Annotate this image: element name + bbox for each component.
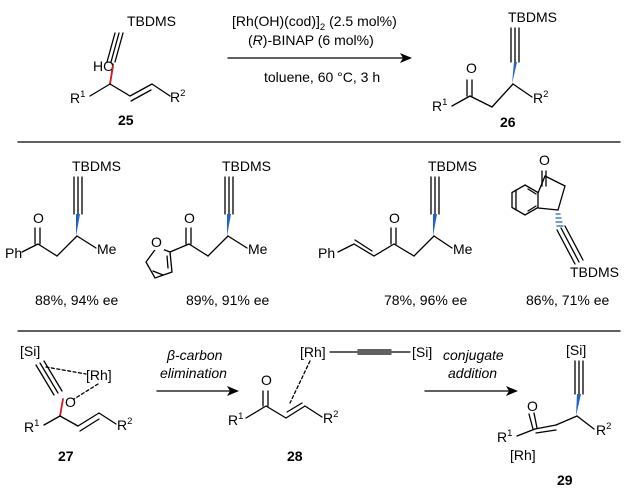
compound-label-26: 26 <box>500 114 516 130</box>
c27-r1-label: R1 <box>24 418 39 435</box>
example-3-result: 78%, 96% ee <box>384 292 467 308</box>
c28-r2-label: R2 <box>323 409 338 426</box>
compound-label-25: 25 <box>118 112 134 128</box>
example-4-o: O <box>539 152 550 168</box>
example-2-me: Me <box>248 241 268 257</box>
c28-o-label: O <box>261 372 272 388</box>
example-1-result: 88%, 94% ee <box>35 292 118 308</box>
intermediate-28: [Rh] [Si] O R1 R2 28 <box>228 344 432 464</box>
c27-rh-label: [Rh] <box>86 367 112 383</box>
example-1-o: O <box>33 210 44 226</box>
example-1-ph: Ph <box>5 245 22 261</box>
starting-material-25: TBDMS HO R1 R2 25 <box>70 13 185 128</box>
product-wedge-bond <box>512 62 517 84</box>
compound-label-28: 28 <box>287 448 303 464</box>
c29-o-label: O <box>527 398 538 414</box>
example-1-me: Me <box>97 241 117 257</box>
example-2-o: O <box>184 210 195 226</box>
reaction-arrow-top: [Rh(OH)(cod)]2 (2.5 mol%) (R)-BINAP (6 m… <box>227 13 412 85</box>
example-3-tbdms: TBDMS <box>428 158 477 174</box>
c29-r2-label: R2 <box>596 421 611 438</box>
arrow-beta-carbon-elimination: β-carbon elimination <box>156 347 239 396</box>
sm-tbdms-label: TBDMS <box>127 13 176 29</box>
arrow1-line2: elimination <box>160 365 227 381</box>
c29-r1-label: R1 <box>497 428 512 445</box>
c29-rh-label: [Rh] <box>510 447 536 463</box>
sm-red-bond <box>109 65 114 85</box>
example-4: O TBDMS 86%, 71% ee <box>511 152 619 308</box>
product-26: TBDMS O R1 R2 26 <box>432 9 557 130</box>
intermediate-27: [Si] [Rh] O R1 R2 27 <box>20 343 132 464</box>
catalyst-label: [Rh(OH)(cod)]2 (2.5 mol%) <box>232 13 397 33</box>
arrow1-line1: β-carbon <box>166 347 223 363</box>
example-1: TBDMS O Ph Me 88%, 94% ee <box>5 158 121 308</box>
product-r1-label: R1 <box>432 97 447 114</box>
c28-si-label: [Si] <box>412 344 432 360</box>
intermediate-29: [Si] O R1 R2 [Rh] 29 <box>497 342 611 488</box>
example-3-me: Me <box>453 241 473 257</box>
ligand-label: (R)-BINAP (6 mol%) <box>248 32 374 48</box>
example-4-tbdms: TBDMS <box>570 264 619 280</box>
example-2-furan-o: O <box>151 234 162 250</box>
example-3-ph: Ph <box>318 245 335 261</box>
product-o-label: O <box>466 60 477 76</box>
example-3-o: O <box>389 210 400 226</box>
example-2-result: 89%, 91% ee <box>186 292 269 308</box>
conditions-label: toluene, 60 °C, 3 h <box>264 69 380 85</box>
c29-si-label: [Si] <box>566 342 586 358</box>
c27-o-label: O <box>65 394 76 410</box>
c28-rh-label: [Rh] <box>300 344 326 360</box>
product-r2-label: R2 <box>533 89 548 106</box>
example-4-result: 86%, 71% ee <box>526 292 609 308</box>
product-tbdms-label: TBDMS <box>508 9 557 25</box>
c27-r2-label: R2 <box>117 416 132 433</box>
example-3: TBDMS O Me Ph 78%, 96% ee <box>318 158 477 308</box>
arrow2-line2: addition <box>448 365 497 381</box>
example-1-tbdms: TBDMS <box>72 158 121 174</box>
sm-r2-label: R2 <box>170 88 185 105</box>
sm-r1-label: R1 <box>70 89 85 106</box>
compound-label-29: 29 <box>557 472 573 488</box>
sm-alkyne-bond <box>110 32 120 63</box>
example-2-tbdms: TBDMS <box>222 158 271 174</box>
sm-ho-label: HO <box>93 58 114 74</box>
compound-label-27: 27 <box>58 448 74 464</box>
c28-r1-label: R1 <box>228 411 243 428</box>
arrow2-line1: conjugate <box>443 347 504 363</box>
c27-si-label: [Si] <box>20 343 40 359</box>
example-2: TBDMS O O Me 89%, 91% ee <box>145 158 271 308</box>
arrow-conjugate-addition: conjugate addition <box>424 347 518 396</box>
